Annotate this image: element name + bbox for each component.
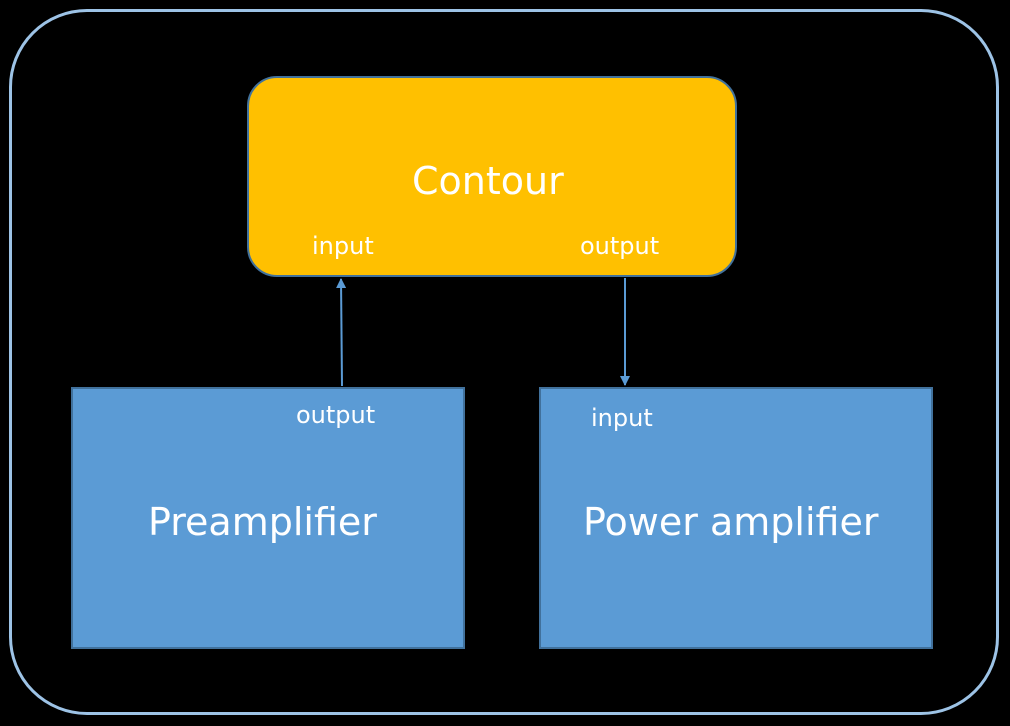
contour-input-port-label: input	[312, 232, 374, 260]
contour-output-port-label: output	[580, 232, 660, 260]
contour-block: Contour input output	[247, 76, 737, 277]
preamplifier-title: Preamplifier	[148, 500, 377, 544]
power-amplifier-block: input Power amplifier	[539, 387, 933, 649]
preamplifier-block: output Preamplifier	[71, 387, 465, 649]
contour-title: Contour	[412, 159, 564, 203]
power-amplifier-input-port-label: input	[591, 404, 653, 432]
preamplifier-output-port-label: output	[296, 401, 376, 429]
power-amplifier-title: Power amplifier	[583, 500, 879, 544]
outer-frame	[9, 9, 999, 715]
